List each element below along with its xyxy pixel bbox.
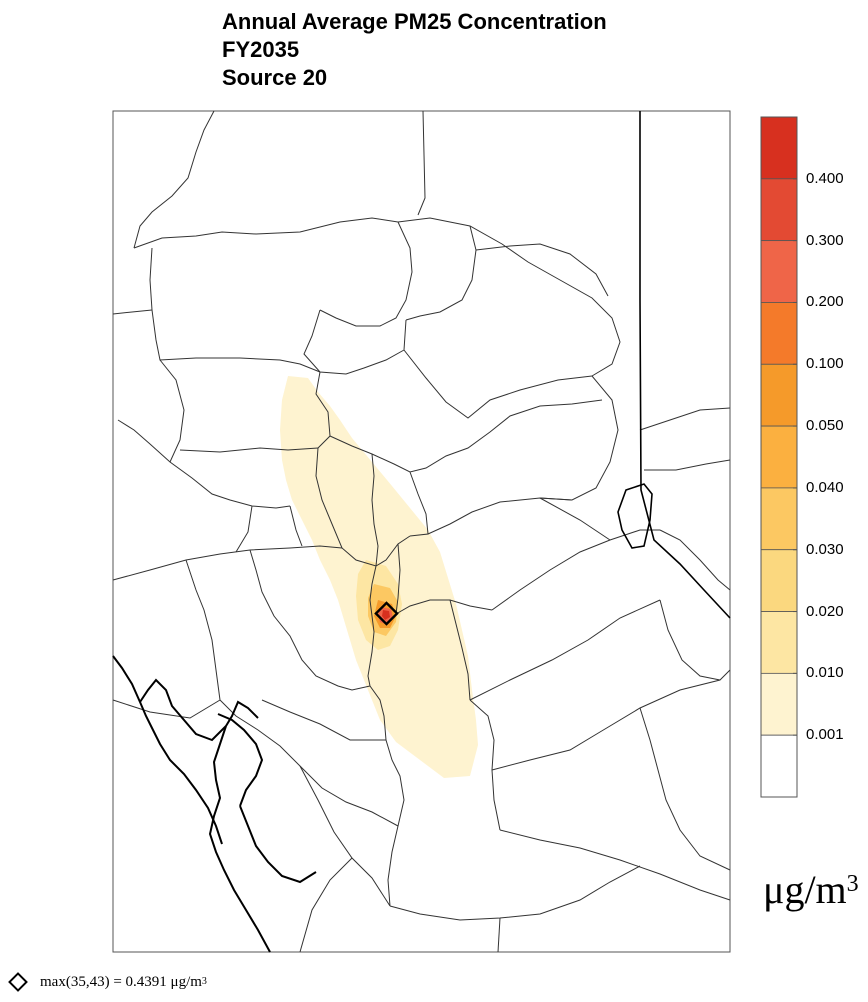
diamond-icon [8, 972, 28, 992]
legend-level-label: 0.300 [806, 231, 844, 249]
legend-frame [760, 116, 798, 798]
legend-swatch [760, 611, 798, 674]
max-value-exponent: 3 [201, 976, 207, 987]
max-location-marker [374, 601, 399, 626]
county-boundaries [112, 110, 731, 953]
legend-swatch [760, 487, 798, 551]
title-line-3: Source 20 [222, 65, 328, 90]
map-title: Annual Average PM25 Concentration FY2035… [222, 8, 607, 92]
coastline [112, 655, 317, 953]
title-line-1: Annual Average PM25 Concentration [222, 9, 607, 34]
concentration-plume [280, 376, 478, 778]
legend-level-label: 0.050 [806, 417, 844, 435]
legend-unit-exponent: 3 [846, 871, 859, 897]
legend-level-label: 0.400 [806, 169, 844, 187]
legend-level-label: 0.100 [806, 355, 844, 373]
legend-level-label: 0.001 [806, 726, 844, 744]
legend-level-label: 0.200 [806, 293, 844, 311]
plume-band-0400 [382, 610, 390, 620]
legend-swatch [760, 363, 798, 427]
legend-level-label: 0.040 [806, 478, 844, 496]
title-line-2: FY2035 [222, 37, 300, 62]
legend-swatch [760, 240, 798, 303]
legend-level-label: 0.010 [806, 664, 844, 682]
legend-swatch [760, 116, 798, 180]
legend-swatch [760, 425, 798, 489]
legend-swatch [760, 734, 798, 798]
legend-colorbar [760, 116, 798, 798]
legend-swatch [760, 302, 798, 365]
legend-level-label: 0.030 [806, 540, 844, 558]
legend-swatch [760, 178, 798, 242]
legend-level-label: 0.020 [806, 602, 844, 620]
state-boundary [617, 111, 731, 619]
legend-swatch [760, 549, 798, 612]
max-value-label: max(35,43) = 0.4391 μg/m [40, 974, 202, 990]
legend-unit: μg/m3 [763, 868, 859, 912]
legend-unit-base: μg/m [763, 867, 847, 912]
legend-swatch [760, 672, 798, 736]
